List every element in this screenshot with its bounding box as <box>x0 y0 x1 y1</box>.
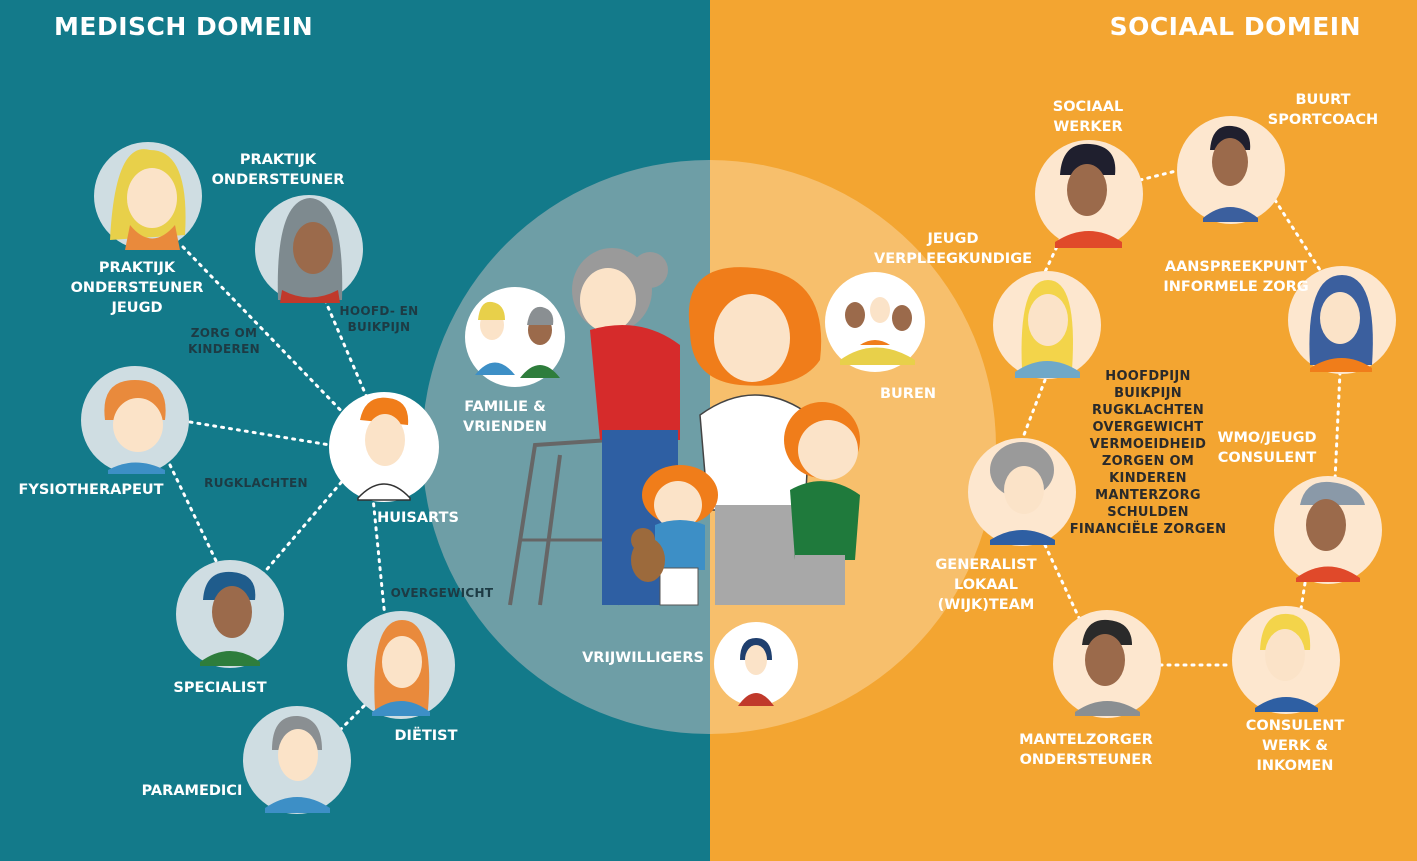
label-mantelzorger-ondersteuner: MANTELZORGER ONDERSTEUNER <box>1019 732 1153 768</box>
social-connections <box>1020 168 1342 667</box>
avatar-buren <box>825 272 925 372</box>
label-aanspreekpunt-informele-zorg: AANSPREEKPUNT INFORMELE ZORG <box>1163 259 1309 295</box>
avatar-paramedici <box>243 706 351 814</box>
avatar-generalist-wijkteam <box>968 438 1076 546</box>
avatar-sociaal-werker <box>1035 140 1143 248</box>
avatar-dietist <box>347 611 455 719</box>
avatar-consulent-werk-inkomen <box>1232 606 1340 714</box>
avatar-praktijkondersteuner-jeugd <box>94 142 202 250</box>
avatar-wmo-jeugd-consulent <box>1274 476 1382 584</box>
label-buren: BUREN <box>879 386 937 402</box>
label-praktijkondersteuner: PRAKTIJK ONDERSTEUNER <box>211 152 345 188</box>
label-sociaal-werker: SOCIAAL WERKER <box>1052 99 1124 135</box>
avatar-mantelzorger-ondersteuner <box>1053 610 1161 718</box>
label-generalist-wijkteam: GENERALIST LOKAAL (WIJK)TEAM <box>935 557 1037 613</box>
medical-domain-title: MEDISCH DOMEIN <box>54 12 314 41</box>
label-paramedici: PARAMEDICI <box>141 783 243 799</box>
label-huisarts: HUISARTS <box>377 510 459 526</box>
avatar-aanspreekpunt-informele-zorg <box>1288 266 1396 374</box>
label-vrijwilligers: VRIJWILLIGERS <box>582 650 704 666</box>
link-label-zorg-kinderen: ZORG OM KINDEREN <box>188 326 260 356</box>
avatar-huisarts <box>329 392 439 502</box>
avatar-praktijkondersteuner <box>255 195 363 303</box>
problems-list: HOOFDPIJN BUIKPIJN RUGKLACHTEN OVERGEWIC… <box>1069 369 1227 537</box>
label-fysiotherapeut: FYSIOTHERAPEUT <box>18 482 164 498</box>
label-jeugdverpleegkundige: JEUGD VERPLEEGKUNDIGE <box>874 231 1032 267</box>
link-label-hoofd-buikpijn: HOOFD- EN BUIKPIJN <box>339 304 419 334</box>
label-praktijkondersteuner-jeugd: PRAKTIJK ONDERSTEUNER JEUGD <box>70 260 204 316</box>
label-dietist: DIËTIST <box>394 728 458 744</box>
medical-connections <box>168 245 387 732</box>
avatar-familie-vrienden <box>465 287 565 387</box>
link-label-rugklachten: RUGKLACHTEN <box>204 476 308 490</box>
label-wmo-jeugd-consulent: WMO/JEUGD CONSULENT <box>1217 430 1317 466</box>
avatar-fysiotherapeut <box>81 366 189 474</box>
label-buurtsportcoach: BUURT SPORTCOACH <box>1267 92 1379 128</box>
avatar-buurtsportcoach <box>1177 116 1285 224</box>
avatar-vrijwilligers <box>714 622 798 706</box>
avatar-jeugdverpleegkundige <box>993 271 1101 379</box>
link-label-overgewicht: OVERGEWICHT <box>390 586 494 600</box>
central-family-illustration <box>508 248 860 606</box>
label-consulent-werk-inkomen: CONSULENT WERK & INKOMEN <box>1245 718 1345 774</box>
avatar-specialist <box>176 560 284 668</box>
label-familie-vrienden: FAMILIE & VRIENDEN <box>463 399 547 435</box>
social-domain-title: SOCIAAL DOMEIN <box>1109 12 1361 41</box>
label-specialist: SPECIALIST <box>173 680 267 696</box>
